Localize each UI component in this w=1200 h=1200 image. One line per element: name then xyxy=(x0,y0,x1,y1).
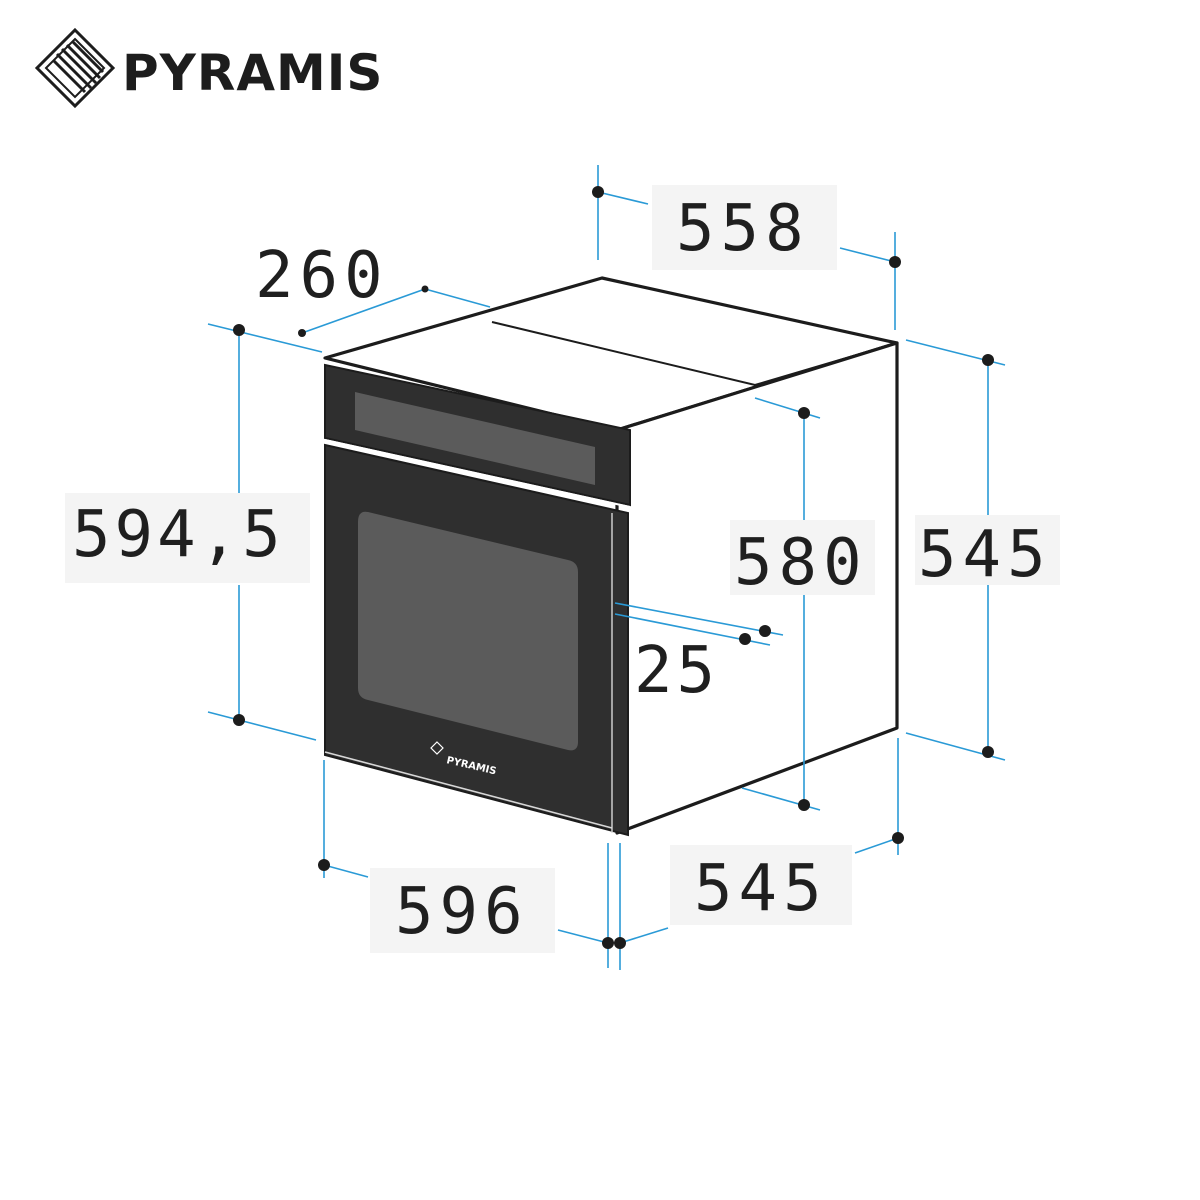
oven-door-window xyxy=(358,511,578,751)
dim-top-depth: 260 xyxy=(255,239,389,313)
control-panel-display xyxy=(355,392,595,485)
brand-name: PYRAMIS xyxy=(122,44,383,102)
dimension-lines xyxy=(207,165,1006,970)
brand-logo: PYRAMIS xyxy=(34,27,383,109)
pyramis-diamond-logo-icon xyxy=(34,27,116,109)
dim-total-height: 594,5 xyxy=(72,498,285,572)
dim-side-depth: 545 xyxy=(694,852,828,926)
dim-front-width: 596 xyxy=(395,875,529,949)
dimension-labels: 558 260 594,5 580 545 25 596 545 xyxy=(65,185,1060,953)
dim-door-gap: 25 xyxy=(634,634,719,708)
dim-side-height: 545 xyxy=(918,518,1052,592)
dimension-dots xyxy=(233,186,994,949)
dim-top-width: 558 xyxy=(676,192,810,266)
door-logo-icon xyxy=(430,741,444,755)
dim-inner-height: 580 xyxy=(734,526,868,600)
